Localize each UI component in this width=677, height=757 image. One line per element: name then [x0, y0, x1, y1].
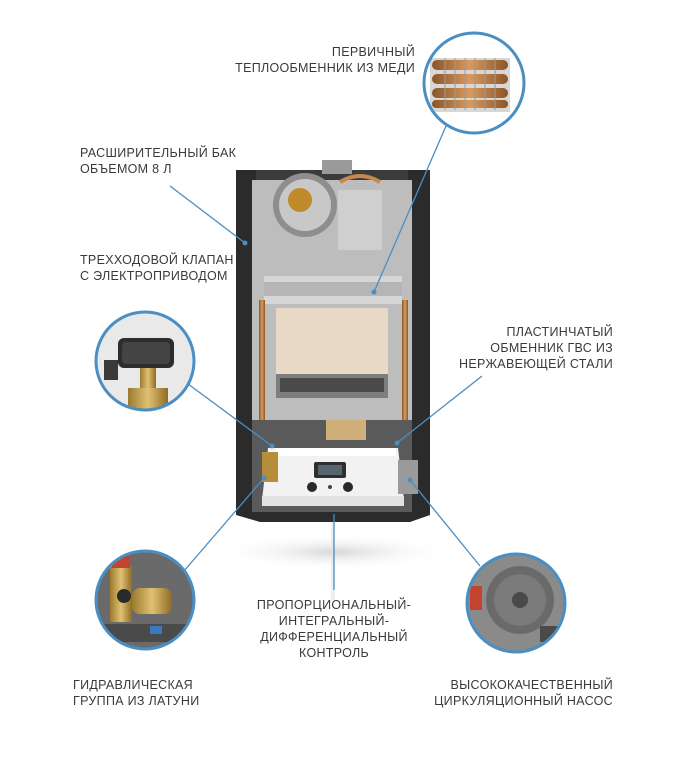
label-pump: ВЫСОКОКАЧЕСТВЕННЫЙ ЦИРКУЛЯЦИОННЫЙ НАСОС [434, 678, 613, 708]
label-plate-exchanger: ПЛАСТИНЧАТЫЙ ОБМЕННИК ГВС ИЗ НЕРЖАВЕЮЩЕЙ… [459, 325, 613, 371]
callout-lines [169, 125, 483, 590]
pump-inset [465, 552, 567, 654]
three-way-valve-inset [94, 310, 196, 412]
label-pid-control: ПРОПОРЦИОНАЛЬНЫЙ- ИНТЕГРАЛЬНЫЙ- ДИФФЕРЕН… [256, 598, 412, 660]
label-heat-exchanger: ПЕРВИЧНЫЙ ТЕПЛООБМЕННИК ИЗ МЕДИ [235, 45, 415, 75]
label-hydraulic-group: ГИДРАВЛИЧЕСКАЯ ГРУППА ИЗ ЛАТУНИ [73, 678, 200, 708]
hydraulic-group-inset [94, 549, 196, 651]
boiler-body [236, 160, 430, 522]
label-three-way-valve: ТРЕХХОДОВОЙ КЛАПАН С ЭЛЕКТРОПРИВОДОМ [80, 253, 234, 283]
label-expansion-tank: РАСШИРИТЕЛЬНЫЙ БАК ОБЪЕМОМ 8 Л [80, 146, 237, 176]
heat-exchanger-inset [422, 31, 526, 135]
